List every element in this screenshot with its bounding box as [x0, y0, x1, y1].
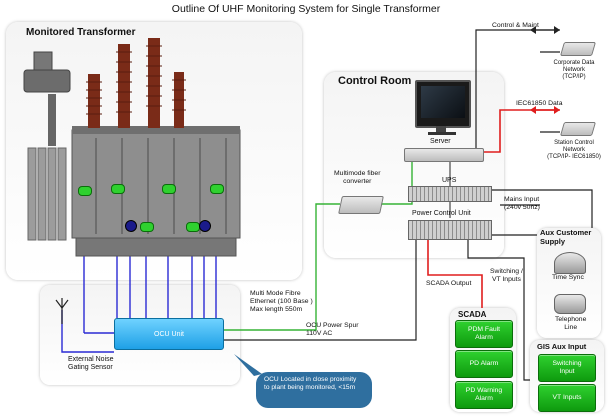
pd-warning-alarm: PD Warning Alarm: [455, 381, 513, 409]
uhf-sensor: [186, 222, 200, 232]
monitor-icon: [415, 80, 471, 128]
ocu-unit: OCU Unit: [114, 318, 224, 350]
uhf-sensor: [210, 184, 224, 194]
corporate-network-router: [559, 42, 597, 56]
switching-input: Switching Input: [538, 354, 596, 382]
coupler-sensor: [199, 220, 211, 232]
coupler-sensor: [125, 220, 137, 232]
uhf-sensor: [78, 186, 92, 196]
pd-alarm: PD Alarm: [455, 350, 513, 378]
station-network-router: [559, 122, 597, 136]
control-room-heading: Control Room: [338, 75, 412, 87]
server-unit: [404, 148, 484, 162]
station-network-label: Station Control Network (TCP/IP- IEC6185…: [547, 140, 601, 161]
bidirectional-arrow-icon: [530, 106, 560, 114]
vt-inputs: VT Inputs: [538, 384, 596, 412]
telephone-icon: [554, 294, 586, 314]
fiber-converter-label: Multimode fiber converter: [334, 170, 381, 186]
pcu-label: Power Control Unit: [412, 210, 471, 217]
telephone-line-label: Telephone Line: [555, 316, 587, 332]
aux-supply-heading: Aux Customer Supply: [540, 228, 592, 246]
uhf-sensor: [140, 222, 154, 232]
scada-output-label: SCADA Output: [426, 280, 472, 287]
aux-supply-panel: [537, 228, 601, 338]
control-maint-label: Control & Maint: [492, 22, 539, 29]
monitor-stand: [436, 126, 446, 132]
power-control-unit: [408, 220, 492, 240]
iec61850-label: IEC61850 Data: [516, 100, 563, 107]
monitor-base: [428, 132, 456, 135]
corporate-network-label: Corporate Data Network (TCP/IP): [553, 60, 595, 81]
server-label: Server: [430, 138, 451, 145]
ups-label: UPS: [442, 177, 457, 184]
gis-aux-heading: GIS Aux Input: [537, 342, 587, 351]
scada-heading: SCADA: [458, 310, 487, 319]
diagram-title: Outline Of UHF Monitoring System for Sin…: [171, 3, 441, 15]
uhf-sensor: [111, 184, 125, 194]
mains-input-label: Mains Input (240v 50hz): [504, 196, 540, 212]
antenna-icon: [55, 298, 69, 324]
fibre-label: Multi Mode Fibre Ethernet (100 Base ) Ma…: [250, 290, 313, 314]
fiber-converter: [338, 196, 384, 214]
satellite-dish-icon: [554, 252, 586, 274]
external-noise-sensor-label: External Noise Gating Sensor: [68, 356, 114, 372]
time-sync-label: Time Sync: [552, 274, 584, 281]
monitored-transformer-heading: Monitored Transformer: [26, 27, 136, 38]
ocu-location-note: OCU Located in close proximity to plant …: [256, 372, 372, 408]
transformer-illustration: [23, 38, 241, 257]
ups-unit: [408, 186, 492, 202]
note-pointer: [234, 354, 262, 376]
switching-vt-label: Switching / VT Inputs: [490, 268, 523, 284]
uhf-sensor: [162, 184, 176, 194]
power-spur-label: OCU Power Spur 110V AC: [306, 322, 359, 338]
pdm-fault-alarm: PDM Fault Alarm: [455, 320, 513, 348]
bidirectional-arrow-icon: [530, 26, 560, 34]
